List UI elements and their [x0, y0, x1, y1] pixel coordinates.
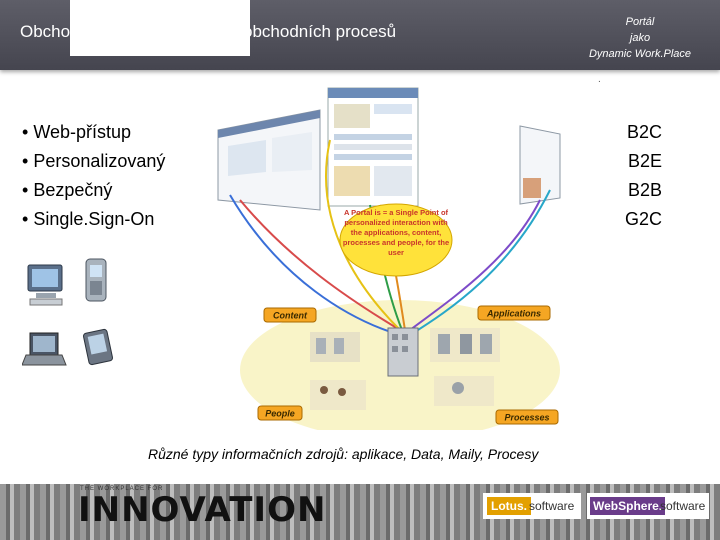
portal-screenshot-right — [519, 125, 561, 205]
lotus-logo-text: Lotus. — [487, 497, 531, 515]
processes-scene — [434, 376, 494, 406]
business-type-item: B2B — [627, 180, 662, 200]
pda-icon — [82, 328, 114, 366]
office-building-icon — [387, 327, 419, 377]
lotus-software-text: software — [529, 499, 575, 513]
people-label-tag: People — [257, 405, 303, 421]
feature-item: Personalizovaný — [22, 147, 165, 176]
portal-screenshot-center — [327, 87, 419, 207]
desktop-computer-icon — [27, 264, 63, 306]
websphere-software-text: software — [660, 499, 706, 513]
business-type-item: G2C — [624, 209, 662, 229]
portal-screenshot-left — [217, 109, 321, 211]
websphere-software-logo: WebSphere. software — [587, 493, 709, 519]
feature-item: Single.Sign-On — [22, 205, 165, 234]
subtitle-line-3: Dynamic Work.Place — [588, 48, 692, 60]
content-scene — [310, 332, 360, 362]
applications-scene — [430, 328, 500, 362]
portal-definition-text: A Portal is = a Single Point of personal… — [342, 208, 450, 257]
websphere-logo-text: WebSphere. — [590, 497, 666, 515]
applications-label: Applications — [486, 309, 541, 319]
business-type-item: B2C — [626, 122, 662, 142]
business-type-list: B2C B2E B2B G2C — [625, 118, 662, 234]
people-label: People — [265, 409, 295, 419]
subtitle-line-1: Portál — [625, 16, 655, 28]
diagram-caption: Různé typy informačních zdrojů: aplikace… — [148, 446, 539, 462]
slide-subtitle: Portál jako Dynamic Work.Place — [570, 14, 710, 62]
feature-item: Bezpečný — [22, 176, 165, 205]
device-icons — [22, 258, 114, 366]
content-label: Content — [273, 311, 308, 321]
processes-label-tag: Processes — [495, 409, 559, 425]
laptop-icon — [22, 332, 67, 366]
portal-diagram: A Portal is = a Single Point of personal… — [217, 87, 561, 430]
applications-label-tag: Applications — [477, 305, 551, 321]
business-type-item: B2E — [627, 151, 662, 171]
innovation-logo: INNOVATION — [78, 490, 327, 530]
processes-label: Processes — [504, 413, 549, 423]
small-dot: . — [598, 74, 601, 85]
subtitle-line-2: jako — [629, 32, 651, 44]
innovation-panel — [70, 0, 250, 56]
feature-item: Web-přístup — [22, 118, 165, 147]
content-label-tag: Content — [263, 307, 317, 323]
mobile-phone-icon — [85, 258, 107, 302]
people-scene — [310, 380, 366, 410]
innovation-tagline: THE WORKPLACE FOR — [80, 486, 164, 492]
feature-list: Web-přístup Personalizovaný Bezpečný Sin… — [22, 118, 165, 234]
portal-definition-callout: A Portal is = a Single Point of personal… — [339, 203, 453, 277]
lotus-software-logo: Lotus. software — [483, 493, 581, 519]
